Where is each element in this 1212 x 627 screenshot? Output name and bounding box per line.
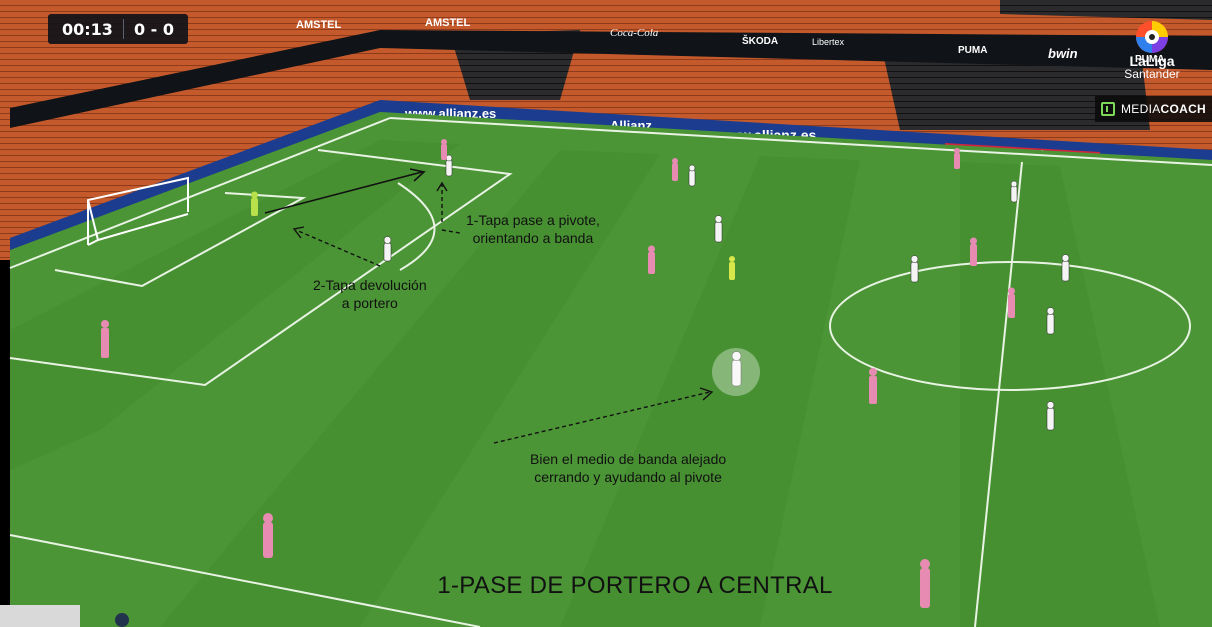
santander-wordmark: Santander bbox=[1124, 67, 1180, 81]
annotation-line: Bien el medio de banda alejado bbox=[530, 451, 727, 467]
mediacoach-icon bbox=[1101, 102, 1115, 116]
annotation-line: cerrando y ayudando al pivote bbox=[534, 469, 722, 485]
home-player bbox=[714, 215, 723, 243]
home-player bbox=[1061, 254, 1070, 282]
home-player bbox=[1010, 180, 1018, 203]
svg-text:ŠKODA: ŠKODA bbox=[742, 34, 778, 47]
pitch bbox=[10, 112, 1212, 627]
scoreboard: 00:13 0 - 0 bbox=[48, 14, 188, 44]
home-player bbox=[731, 351, 742, 387]
players bbox=[101, 139, 1070, 608]
home-player bbox=[1046, 401, 1055, 431]
away-player bbox=[1008, 287, 1015, 318]
laliga-ball-icon bbox=[1136, 21, 1168, 53]
laliga-wordmark: LaLiga bbox=[1129, 53, 1175, 69]
away-player bbox=[672, 158, 678, 181]
away-player bbox=[441, 139, 447, 160]
away-player bbox=[263, 513, 273, 558]
away-player bbox=[970, 237, 977, 266]
pitch-lines bbox=[9, 117, 1212, 627]
goalkeeper bbox=[251, 191, 258, 216]
player-highlight bbox=[712, 348, 760, 396]
home-player bbox=[1046, 307, 1055, 335]
match-score: 0 - 0 bbox=[133, 19, 174, 39]
referee bbox=[729, 256, 735, 280]
analysis-arrows bbox=[264, 168, 714, 444]
annotation-winger: Bien el medio de banda alejado cerrando … bbox=[530, 450, 726, 486]
annotation-cover-pivot: 1-Tapa pase a pivote, orientando a banda bbox=[466, 211, 600, 247]
match-clock: 00:13 bbox=[62, 19, 113, 39]
away-player bbox=[869, 368, 877, 404]
away-player bbox=[101, 320, 109, 358]
home-player bbox=[445, 154, 453, 177]
svg-text:AMSTEL: AMSTEL bbox=[425, 17, 471, 29]
annotation-line: 2-Tapa devolución bbox=[313, 277, 427, 293]
away-player bbox=[648, 245, 655, 274]
annotation-line: 1-Tapa pase a pivote, bbox=[466, 212, 600, 228]
laliga-logo: LaLiga Santander bbox=[1112, 20, 1192, 81]
mediacoach-bold: COACH bbox=[1160, 102, 1207, 116]
home-player bbox=[688, 164, 696, 187]
slide-caption: 1-PASE DE PORTERO A CENTRAL bbox=[437, 572, 833, 599]
svg-text:Libertex: Libertex bbox=[812, 37, 845, 47]
away-player bbox=[920, 559, 930, 608]
annotation-line: orientando a banda bbox=[472, 230, 594, 246]
scoreboard-divider bbox=[122, 19, 124, 39]
upper-ad-ribbon: AMSTEL AMSTEL Coca-Cola ŠKODA Libertex P… bbox=[10, 17, 1212, 128]
away-player bbox=[954, 148, 960, 169]
annotation-cover-keeper: 2-Tapa devolución a portero bbox=[313, 276, 427, 312]
svg-text:PUMA: PUMA bbox=[958, 45, 987, 56]
foreground bbox=[0, 605, 129, 627]
svg-text:bwin: bwin bbox=[1048, 46, 1078, 61]
goal bbox=[87, 176, 189, 246]
annotation-line: a portero bbox=[341, 295, 398, 311]
svg-text:AMSTEL: AMSTEL bbox=[296, 19, 342, 31]
svg-text:PUMA: PUMA bbox=[1135, 54, 1164, 65]
home-player bbox=[910, 255, 919, 283]
mediacoach-prefix: MEDIA bbox=[1121, 102, 1161, 116]
svg-text:Coca-Cola: Coca-Cola bbox=[610, 27, 659, 39]
home-player bbox=[383, 236, 392, 262]
